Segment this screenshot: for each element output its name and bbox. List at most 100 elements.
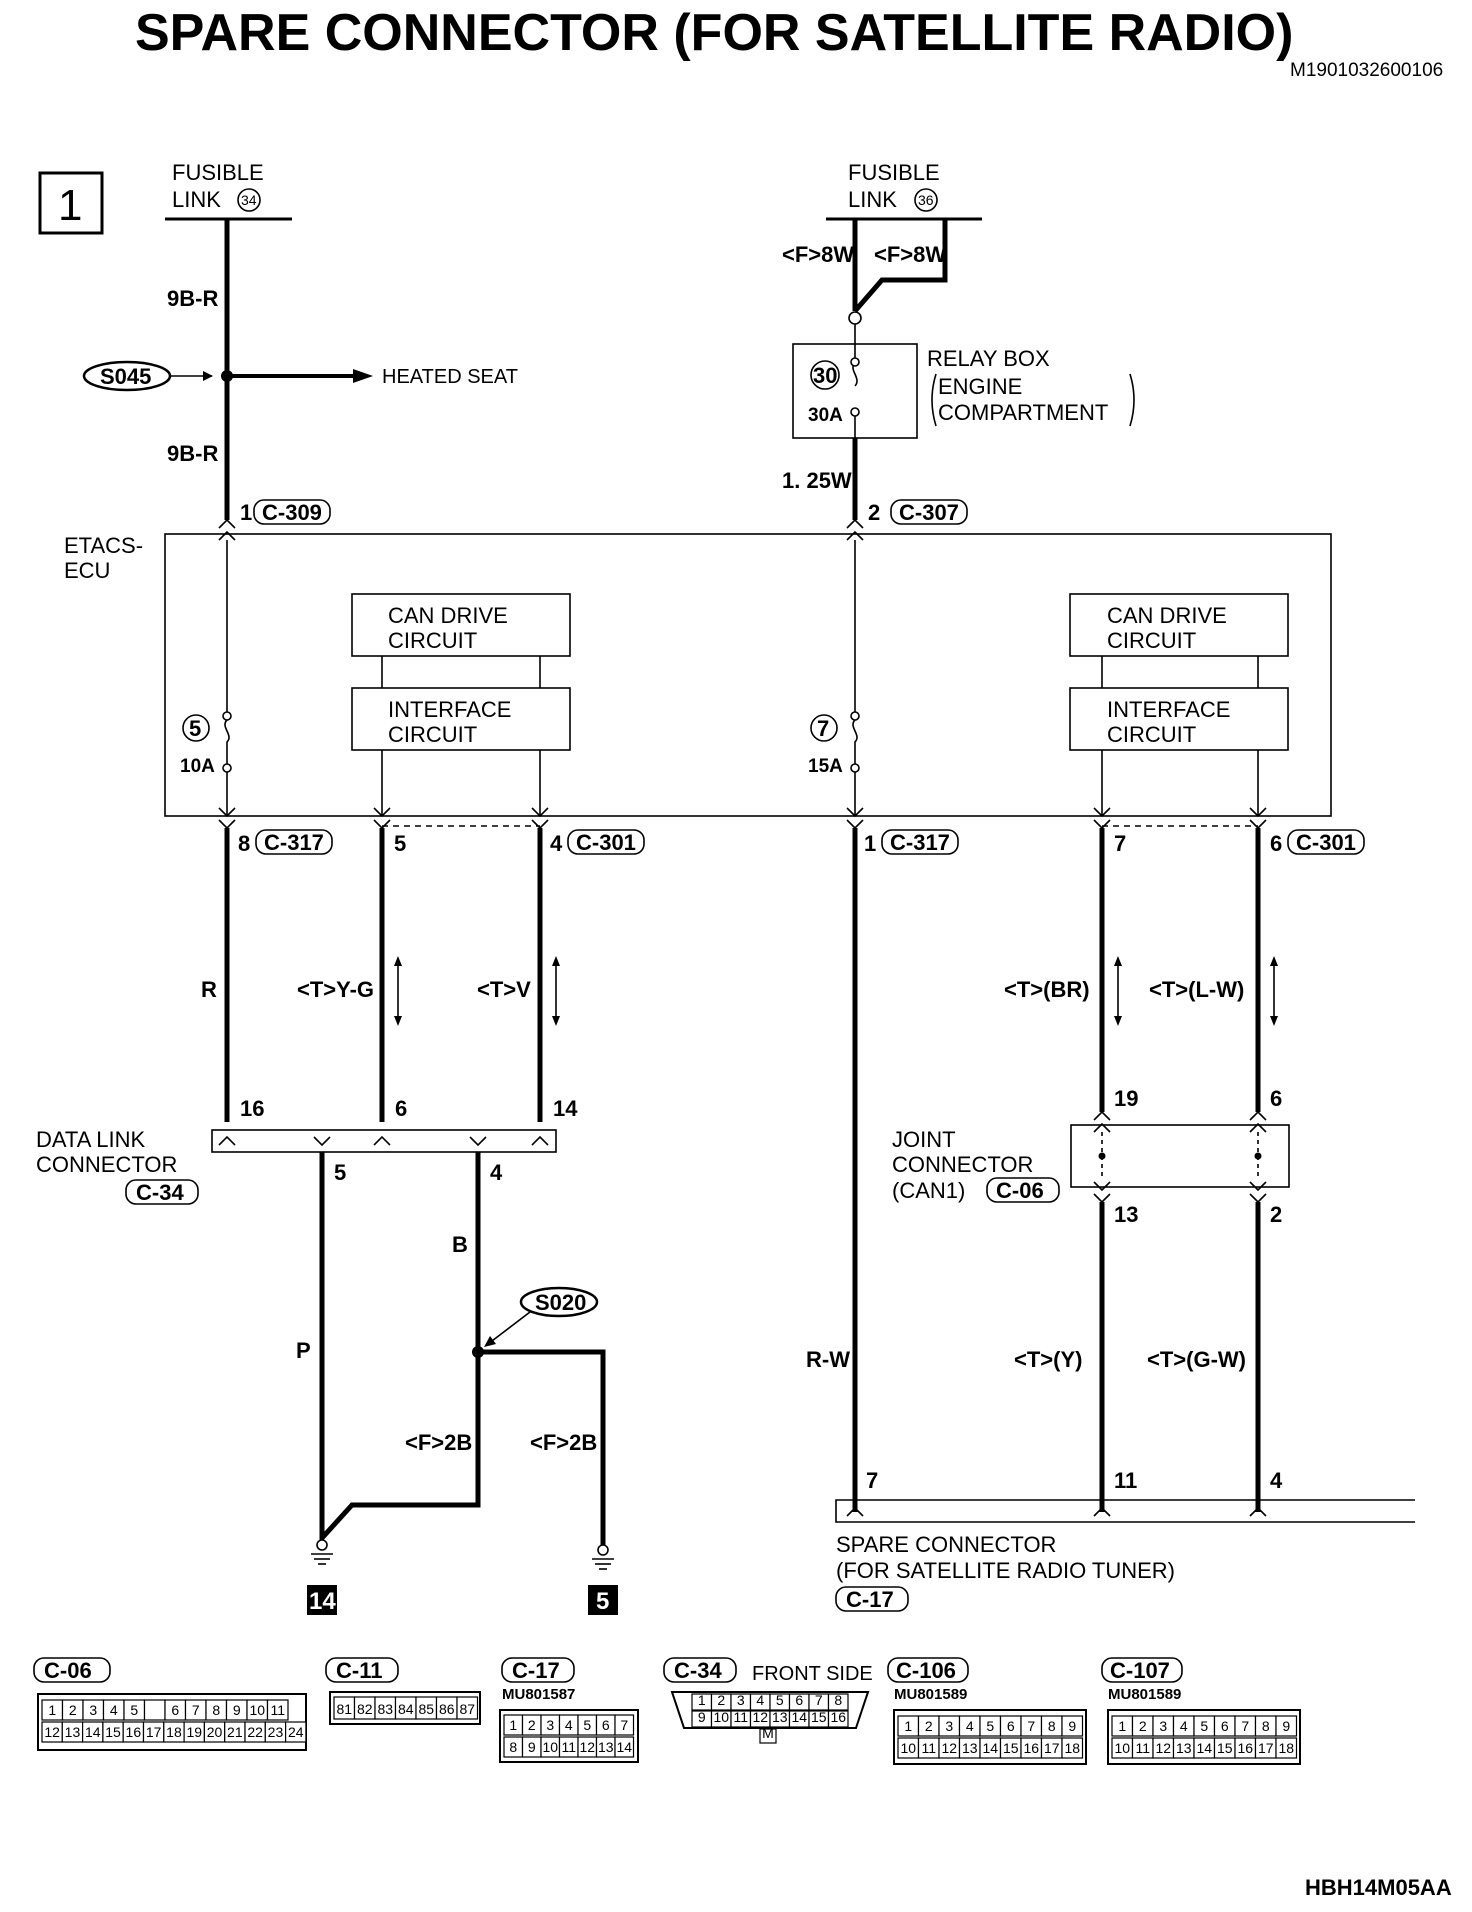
interface-left-line-1: INTERFACE xyxy=(388,697,511,722)
can-drive-circuit-right xyxy=(1069,593,1289,657)
connector-pin-label: 15 xyxy=(811,1709,827,1725)
connector-pin-label: 9 xyxy=(1282,1718,1290,1734)
connector-face-side-c34: FRONT SIDE xyxy=(752,1663,873,1685)
joint-pin-2: 2 xyxy=(1270,1202,1282,1227)
wire-label-p: P xyxy=(296,1338,311,1363)
connector-face-c107 xyxy=(1107,1709,1301,1765)
connector-pin-label: 6 xyxy=(1221,1718,1229,1734)
connector-pin-label: 1 xyxy=(904,1718,912,1734)
wire-label-1-25w: 1. 25W xyxy=(782,468,852,493)
connector-pin-cell xyxy=(827,1710,849,1728)
footer-code: HBH14M05AA xyxy=(1305,1875,1452,1900)
connector-pin-label: 8 xyxy=(212,1702,220,1718)
connector-pin-cell xyxy=(614,1714,635,1736)
connector-face-code-c11: C-11 xyxy=(336,1658,382,1683)
connector-pin-label: 9 xyxy=(233,1702,241,1718)
connector-pin-label: 82 xyxy=(357,1701,373,1717)
connector-pin-label: 86 xyxy=(439,1701,455,1717)
connector-pin-cell xyxy=(266,1699,289,1721)
fusible-link-34-label-2: LINK xyxy=(172,187,221,212)
wire-label-2b-a: <F>2B xyxy=(405,1430,472,1455)
connector-pin-label: 3 xyxy=(737,1692,745,1708)
spare-connector-label-1: SPARE CONNECTOR xyxy=(836,1532,1056,1557)
joint-connector-label-3: (CAN1) xyxy=(892,1178,965,1203)
connector-pin-label: 8 xyxy=(1048,1718,1056,1734)
ecu-fuse-7-circle xyxy=(810,714,838,742)
fusible-link-36-circle xyxy=(914,188,938,212)
connector-pin-label: 1 xyxy=(509,1717,517,1733)
connector-pin-label: 7 xyxy=(192,1702,200,1718)
fusible-link-36-label-1: FUSIBLE xyxy=(848,160,940,185)
connector-face-part-c107: MU801589 xyxy=(1108,1686,1181,1703)
connector-pin-label: 85 xyxy=(418,1701,434,1717)
connector-pin-label: 12 xyxy=(752,1709,768,1725)
wire-label-8w-b: <F>8W xyxy=(874,242,946,267)
data-link-pin-14: 14 xyxy=(553,1096,578,1121)
connector-pin-label: 8 xyxy=(1262,1718,1270,1734)
connector-pin-label: 14 xyxy=(1196,1740,1212,1756)
connector-pin-label: 1 xyxy=(48,1702,56,1718)
relay-box-paren-left xyxy=(931,373,937,427)
connector-pin-label: 4 xyxy=(110,1702,118,1718)
connector-face-tag-c106 xyxy=(887,1657,969,1683)
relay-box-label-2: ENGINE xyxy=(938,374,1022,399)
splice-s020-oval xyxy=(519,1286,599,1318)
connector-pin-label: 2 xyxy=(717,1692,725,1708)
connector-pin-label: 12 xyxy=(579,1739,595,1755)
data-link-code: C-34 xyxy=(136,1180,184,1205)
joint-connector-body xyxy=(1070,1124,1290,1188)
connector-pin-label: 13 xyxy=(962,1740,978,1756)
ground-5-box xyxy=(588,1585,618,1615)
data-link-pin-4: 4 xyxy=(490,1160,503,1185)
connector-pin-label: 11 xyxy=(270,1702,285,1718)
connector-pin-cell xyxy=(614,1736,635,1758)
splice-s045-label: S045 xyxy=(100,364,151,389)
connector-pin-label: 84 xyxy=(398,1701,414,1717)
etacs-ecu-label-2: ECU xyxy=(64,558,110,583)
connector-pin-label: 17 xyxy=(1258,1740,1274,1756)
fusible-link-34-number: 34 xyxy=(241,192,257,208)
connector-pin-label: 9 xyxy=(1068,1718,1076,1734)
connector-c317-a: C-317 xyxy=(264,830,324,855)
connector-pin-label: 5 xyxy=(130,1702,138,1718)
etacs-ecu-label-1: ETACS- xyxy=(64,533,143,558)
connector-pin-label: 11 xyxy=(1135,1740,1150,1756)
connector-pin-label: 87 xyxy=(459,1701,475,1717)
connector-c301-a: C-301 xyxy=(576,830,636,855)
connector-pin-label: 13 xyxy=(772,1709,788,1725)
signal-direction-arrows-left xyxy=(394,956,560,1026)
data-link-pin-6: 6 xyxy=(395,1096,407,1121)
connector-pin-label: 2 xyxy=(1139,1718,1147,1734)
joint-connector-label-2: CONNECTOR xyxy=(892,1152,1033,1177)
connector-pin-label: 5 xyxy=(583,1717,591,1733)
ground-14-label: 14 xyxy=(309,1588,336,1615)
connector-pin-label: 4 xyxy=(565,1717,573,1733)
connector-tag-c309 xyxy=(253,499,331,525)
wire-label-9b-r-bottom: 9B-R xyxy=(167,441,218,466)
connector-tag-c06 xyxy=(986,1177,1060,1203)
interface-circuit-right xyxy=(1069,687,1289,751)
wire-p-and-b xyxy=(319,1152,481,1545)
section-box xyxy=(38,171,104,235)
connector-face-tag-c107 xyxy=(1101,1657,1183,1683)
connector-pin-cell xyxy=(1061,1715,1084,1737)
wire-label-v: <T>V xyxy=(477,977,531,1002)
wire-label-y: <T>(Y) xyxy=(1014,1347,1082,1372)
data-link-connector-chevrons xyxy=(218,1135,549,1147)
connector-tag-c301-a xyxy=(567,829,645,855)
connector-pin-label: 2 xyxy=(925,1718,933,1734)
pin-1-c317: 1 xyxy=(864,831,876,856)
connector-face-tag-c06 xyxy=(33,1657,111,1683)
connector-pin-label: 3 xyxy=(89,1702,97,1718)
connector-pin-label: 7 xyxy=(1241,1718,1249,1734)
connector-face-code-c106: C-106 xyxy=(896,1658,956,1683)
connector-face-code-c107: C-107 xyxy=(1110,1658,1170,1683)
connector-pin-label: 14 xyxy=(616,1739,632,1755)
connector-pin-label: 11 xyxy=(921,1740,936,1756)
pin-4-c301: 4 xyxy=(550,831,563,856)
connector-pin-cell xyxy=(1061,1737,1084,1759)
connector-pin-label: 18 xyxy=(1064,1740,1080,1756)
